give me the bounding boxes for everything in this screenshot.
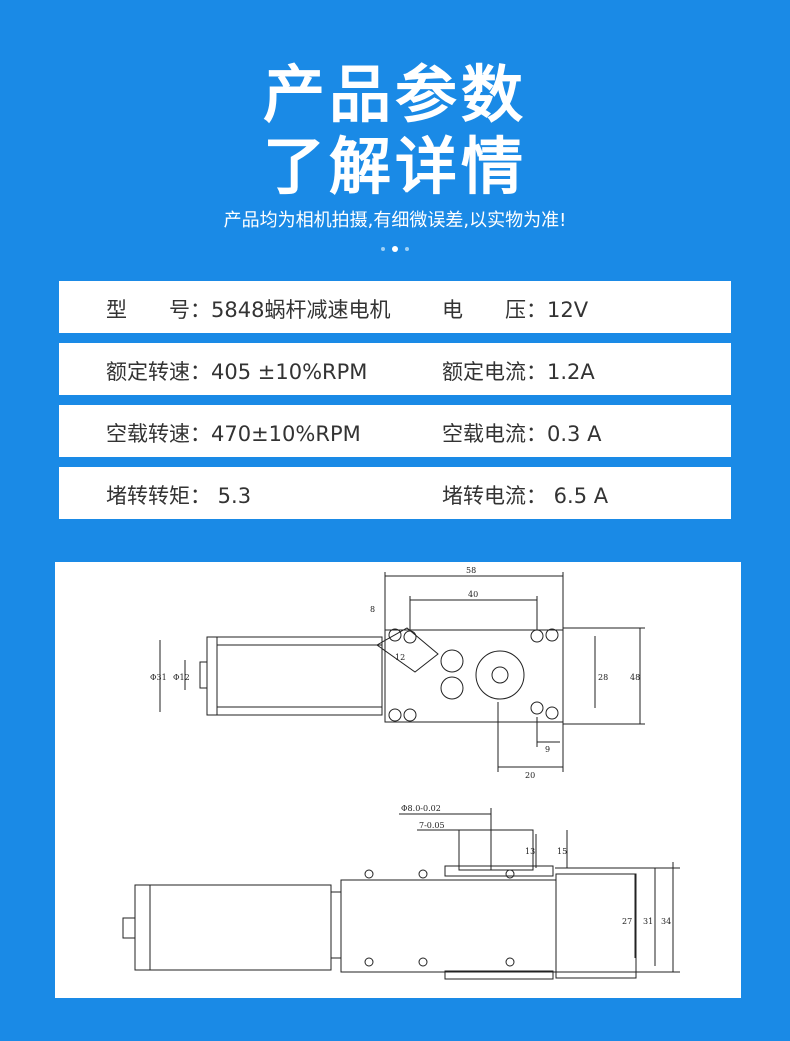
dim-31: 31 — [643, 917, 653, 926]
dim-27: 27 — [622, 917, 632, 926]
mount-hole — [530, 629, 544, 643]
mount-hole — [545, 628, 559, 642]
carousel-dots — [379, 245, 411, 253]
technical-drawing: 58 40 8 12 Φ31 Φ12 28 48 9 20 — [122, 566, 680, 980]
mount-hole — [388, 708, 402, 722]
gear-hole — [440, 676, 464, 700]
spec-row-no-load: 空载转速：470±10%RPM 空载电流：0.3 A — [59, 405, 731, 457]
spec-rated-current: 额定电流：1.2A — [442, 360, 595, 384]
dim-9: 9 — [545, 745, 550, 754]
dim-phi12: Φ12 — [173, 673, 190, 682]
dim-40: 40 — [468, 590, 478, 599]
dot-1 — [381, 247, 385, 251]
dim-20: 20 — [525, 771, 535, 780]
dim-48: 48 — [630, 673, 640, 682]
dim-7: 7-0.05 — [419, 821, 445, 830]
spec-row-stall: 堵转转矩： 5.3 堵转电流： 6.5 A — [59, 467, 731, 519]
output-shaft-side — [458, 829, 492, 871]
dim-28: 28 — [598, 673, 608, 682]
dim-phi8: Φ8.0-0.02 — [401, 804, 441, 813]
mount-hole — [403, 630, 417, 644]
subtitle: 产品均为相机拍摄,有细微误差,以实物为准! — [223, 210, 567, 231]
mount-hole — [403, 708, 417, 722]
spec-row-model: 型 号：5848蜗杆减速电机 电 压：12V — [59, 281, 731, 333]
technical-drawing-panel: 58 40 8 12 Φ31 Φ12 28 48 9 20 — [55, 562, 741, 998]
mount-hole — [545, 706, 559, 720]
spec-rated-speed: 额定转速：405 ±10%RPM — [106, 360, 368, 384]
page-title-line2: 了解详情 — [262, 130, 527, 203]
motor-endcap — [206, 636, 218, 716]
motor-body-side — [134, 884, 332, 971]
dim-13: 13 — [525, 847, 535, 856]
dim-8: 8 — [370, 605, 375, 614]
spec-no-load-current: 空载电流：0.3 A — [442, 422, 602, 446]
motor-body-top — [216, 636, 383, 716]
spec-row-rated: 额定转速：405 ±10%RPM 额定电流：1.2A — [59, 343, 731, 395]
motor-rear-shaft — [122, 917, 136, 939]
dim-12: 12 — [395, 653, 405, 662]
dim-15: 15 — [557, 847, 567, 856]
output-hub — [475, 650, 525, 700]
dot-2-active — [392, 246, 398, 252]
page-title-line1: 产品参数 — [262, 58, 527, 131]
gear-hole — [440, 649, 464, 673]
dim-phi31: Φ31 — [150, 673, 167, 682]
spec-voltage: 电 压：12V — [442, 298, 589, 322]
dim-58: 58 — [466, 566, 476, 575]
output-shaft — [491, 666, 509, 684]
mount-hole — [388, 628, 402, 642]
dim-34: 34 — [661, 917, 671, 926]
mount-hole — [530, 701, 544, 715]
motor-shaft-stub — [199, 661, 208, 689]
spec-no-load-speed: 空载转速：470±10%RPM — [106, 422, 361, 446]
gearbox-body-side — [340, 879, 557, 973]
angled-bracket — [376, 627, 439, 673]
spec-stall-current: 堵转电流： 6.5 A — [442, 484, 609, 508]
dot-3 — [405, 247, 409, 251]
spec-model: 型 号：5848蜗杆减速电机 — [106, 298, 391, 322]
spec-stall-torque: 堵转转矩： 5.3 — [106, 484, 252, 508]
gearbox-body-top — [384, 629, 564, 723]
